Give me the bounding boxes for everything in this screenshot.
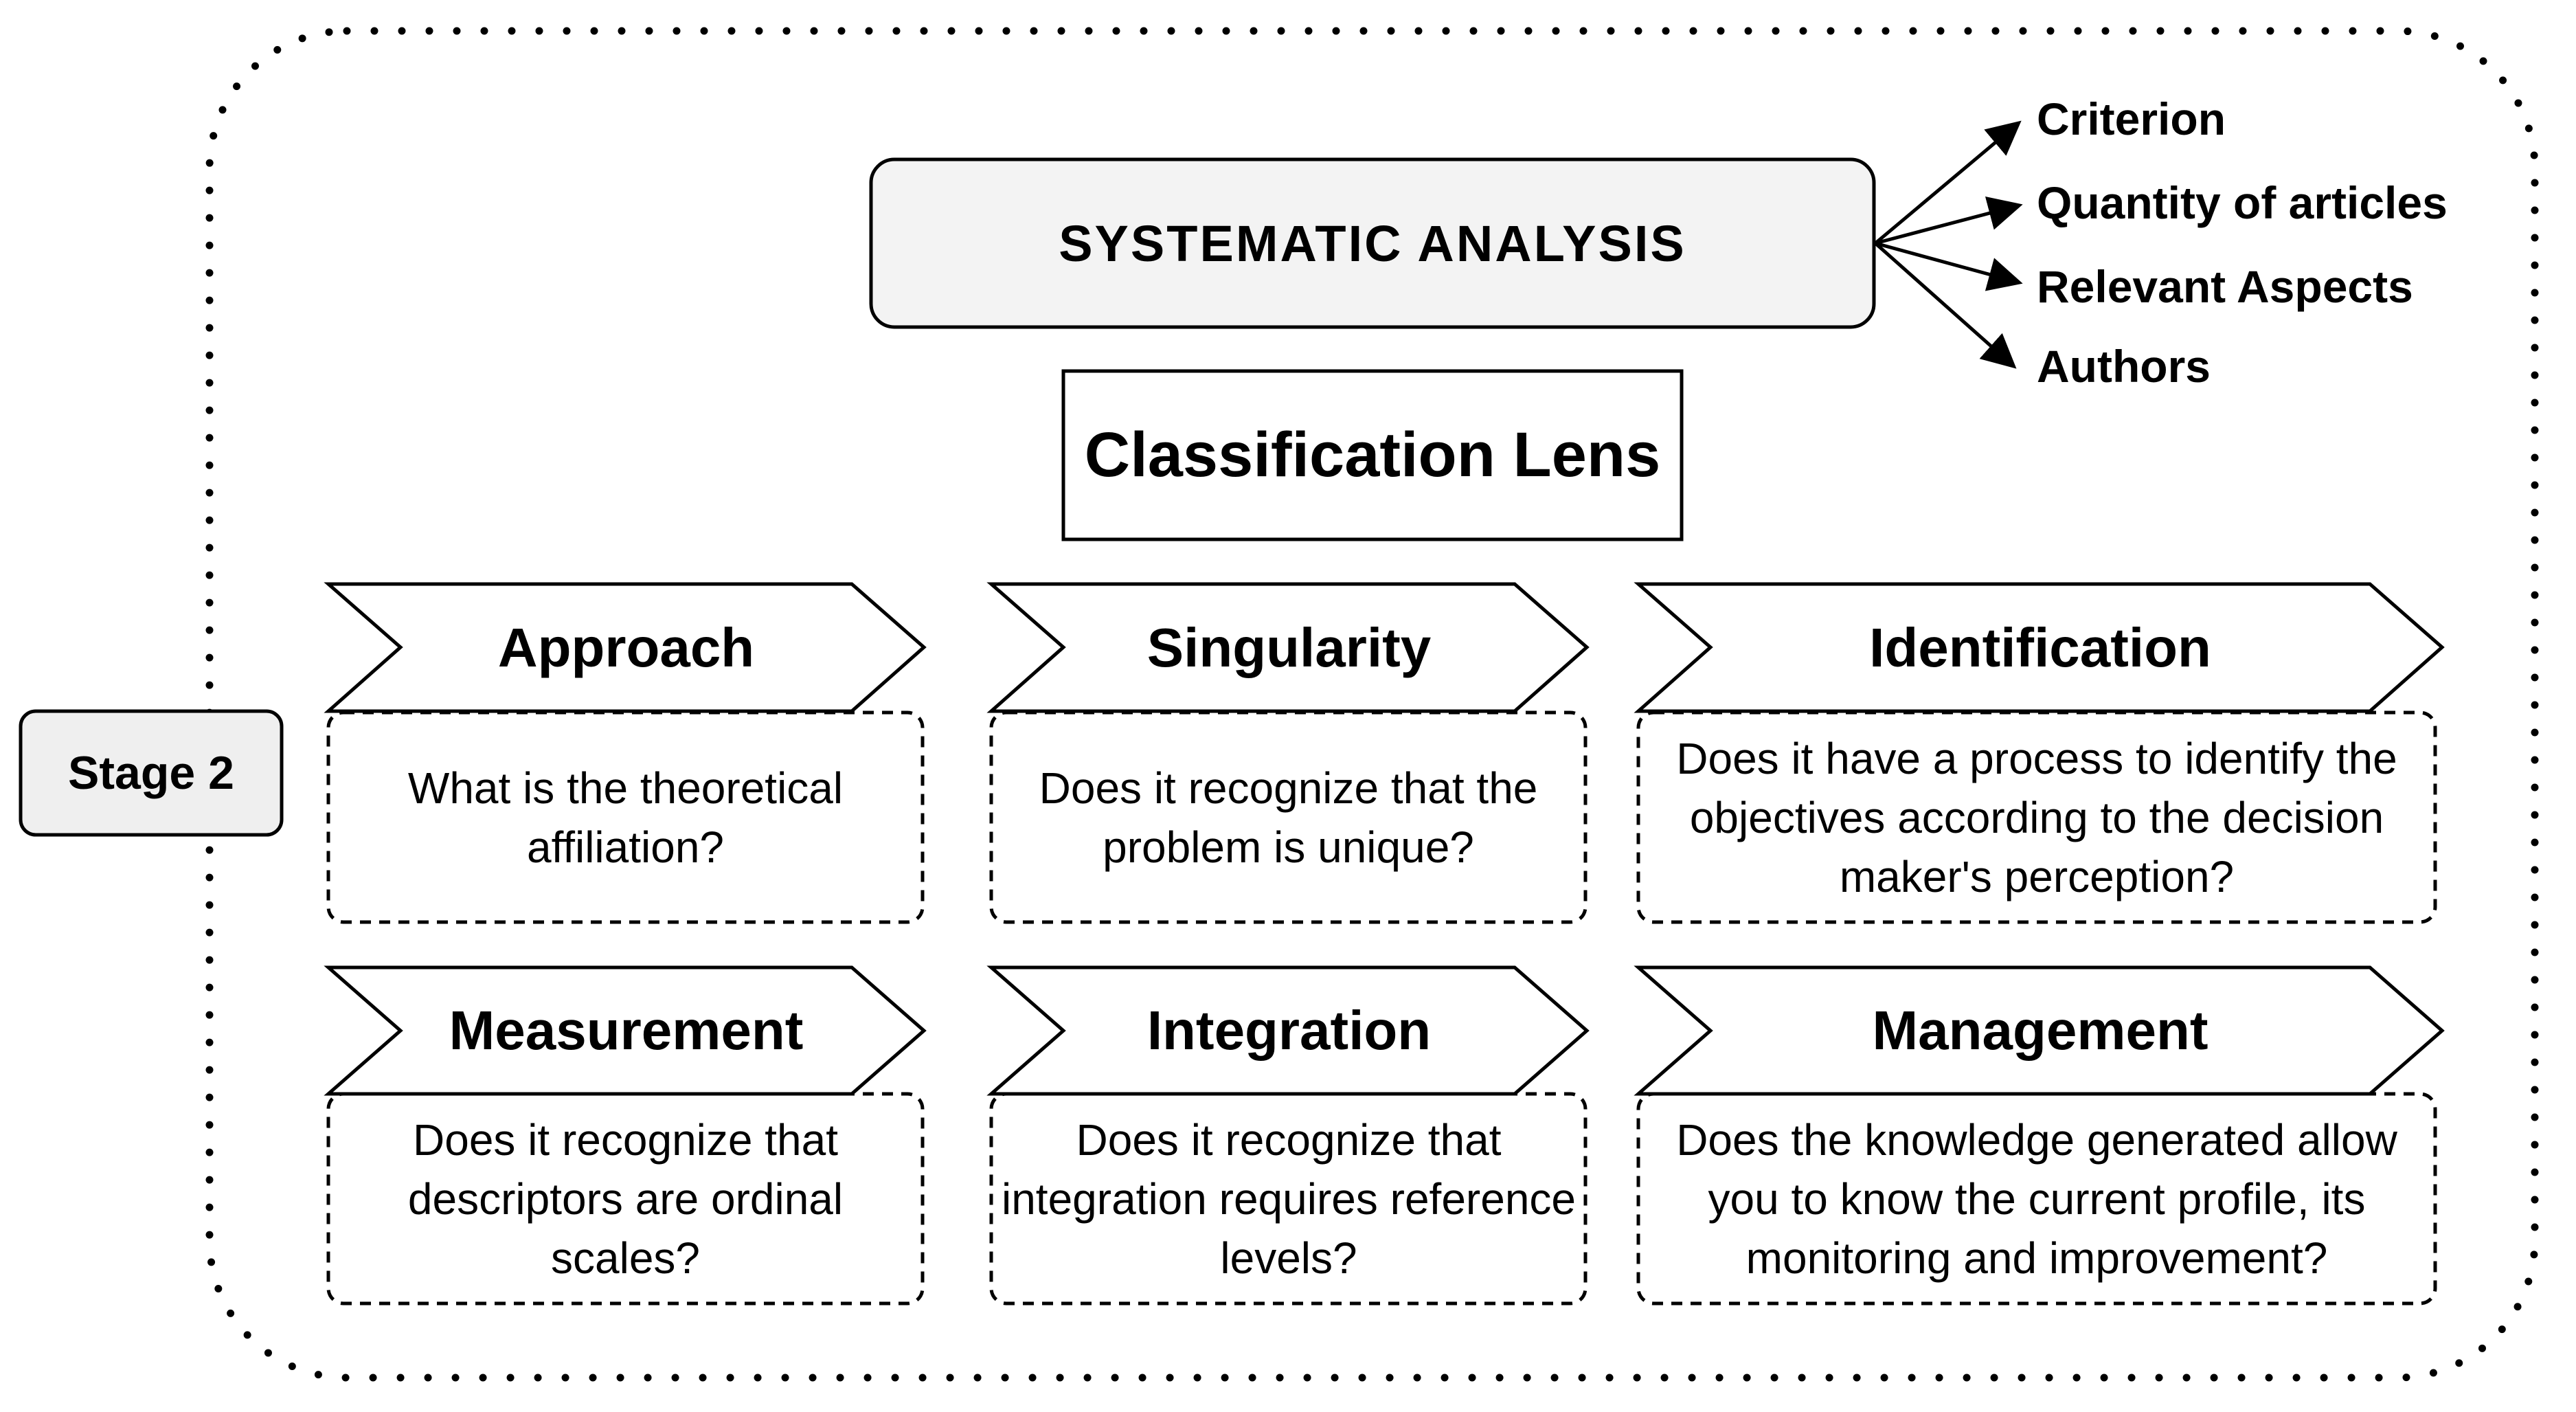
arrow-quantity [1875, 197, 2023, 245]
lens-title-measurement: Measurement [449, 1000, 804, 1061]
lens-question-measurement: Does it recognize that descriptors are o… [407, 1114, 844, 1283]
arrow-relevant-aspects [1875, 241, 2023, 291]
lens-question-approach: What is the theoretical affiliation? [407, 763, 844, 872]
systematic-analysis-title: SYSTEMATIC ANALYSIS [1059, 214, 1686, 272]
output-authors: Authors [2037, 341, 2211, 392]
lens-title-identification: Identification [1869, 616, 2211, 678]
lens-question-identification: Does it have a process to identify the o… [1676, 733, 2397, 901]
arrow-authors [1874, 242, 2017, 369]
lens-title-singularity: Singularity [1146, 616, 1432, 678]
lens-question-integration: Does it recognize that integration requi… [1001, 1114, 1577, 1283]
lens-title-integration: Integration [1146, 1000, 1432, 1061]
lens-title-approach: Approach [497, 616, 755, 678]
question-box-approach [326, 710, 925, 924]
lens-question-management: Does the knowledge generated allow you t… [1676, 1114, 2397, 1283]
arrow-criterion [1874, 120, 2022, 245]
lens-title-management: Management [1872, 1000, 2208, 1061]
stage-box [19, 709, 284, 837]
output-relevant-aspects: Relevant Aspects [2037, 261, 2413, 312]
classification-lens-title: Classification Lens [1084, 420, 1661, 490]
classification-lens-box [1061, 369, 1684, 541]
question-box-integration [989, 1092, 1588, 1305]
lens-question-singularity: Does it recognize that the problem is un… [1039, 763, 1538, 872]
systematic-analysis-box [869, 157, 1876, 329]
question-box-management [1636, 1092, 2437, 1305]
question-box-identification [1636, 710, 2437, 924]
output-quantity-of-articles: Quantity of articles [2037, 177, 2448, 228]
question-box-singularity [989, 710, 1588, 924]
question-box-measurement [326, 1092, 925, 1305]
stage-label: Stage 2 [68, 747, 234, 799]
output-criterion: Criterion [2037, 93, 2226, 144]
stage-boundary [205, 27, 2539, 1382]
